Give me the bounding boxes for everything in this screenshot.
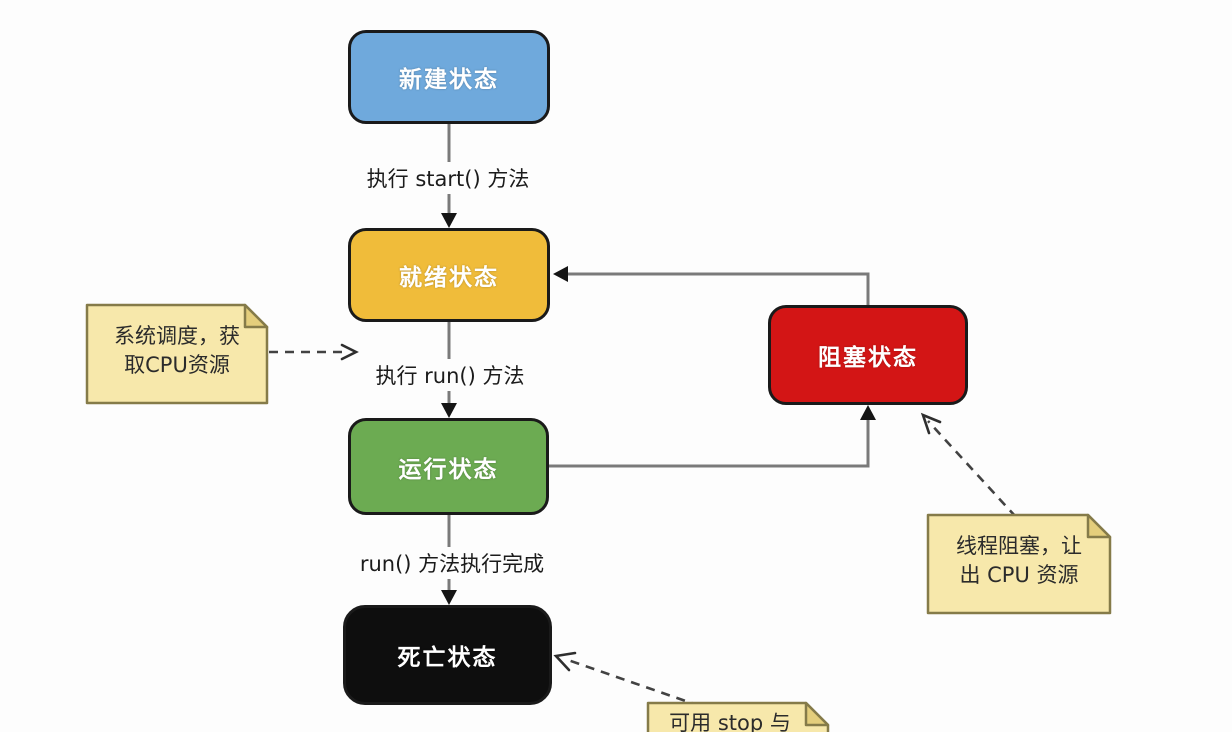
node-dead-state: 死亡状态 <box>343 605 552 705</box>
edge-new-to-ready-arrowhead-icon <box>441 213 457 228</box>
node-ready-state-label: 就绪状态 <box>399 265 499 291</box>
edge-label-run-complete: run() 方法执行完成 <box>353 547 551 579</box>
edge-ready-to-running-arrowhead-icon <box>441 403 457 418</box>
dashed-arrow-stop-arrowhead-icon <box>553 651 577 672</box>
note-thread-block-line2: 出 CPU 资源 <box>959 563 1079 587</box>
note-thread-block: 线程阻塞，让 出 CPU 资源 <box>928 532 1110 590</box>
edge-blocked-to-ready-line <box>562 272 870 305</box>
note-system-schedule-line1: 系统调度，获 <box>114 324 240 348</box>
node-running-state: 运行状态 <box>348 418 549 515</box>
node-new-state-label: 新建状态 <box>399 67 499 93</box>
edge-blocked-to-ready-arrowhead-icon <box>553 266 568 282</box>
node-new-state: 新建状态 <box>348 30 550 124</box>
note-thread-block-line1: 线程阻塞，让 <box>956 534 1082 558</box>
edge-running-to-blocked-arrowhead-icon <box>860 405 876 420</box>
node-ready-state: 就绪状态 <box>348 228 550 322</box>
note-stop-method: 可用 stop 与 <box>648 709 812 732</box>
dashed-arrow-stop-line <box>567 658 701 708</box>
edge-running-to-blocked-line <box>549 414 870 468</box>
node-running-state-label: 运行状态 <box>398 456 499 483</box>
note-system-schedule: 系统调度，获 取CPU资源 <box>87 322 267 380</box>
dashed-arrow-schedule-arrowhead-icon <box>340 343 359 361</box>
node-blocked-state-label: 阻塞状态 <box>818 345 918 371</box>
edge-label-start-method: 执行 start() 方法 <box>360 162 536 194</box>
edge-running-to-dead-arrowhead-icon <box>441 590 457 605</box>
note-stop-method-line1: 可用 stop 与 <box>669 711 791 732</box>
node-blocked-state: 阻塞状态 <box>768 305 968 405</box>
node-dead-state-label: 死亡状态 <box>397 645 498 671</box>
note-system-schedule-line2: 取CPU资源 <box>124 353 230 377</box>
edge-label-run-method: 执行 run() 方法 <box>369 359 531 391</box>
dashed-arrow-block-line <box>927 420 1017 518</box>
dashed-arrow-block-arrowhead-icon <box>920 412 942 435</box>
